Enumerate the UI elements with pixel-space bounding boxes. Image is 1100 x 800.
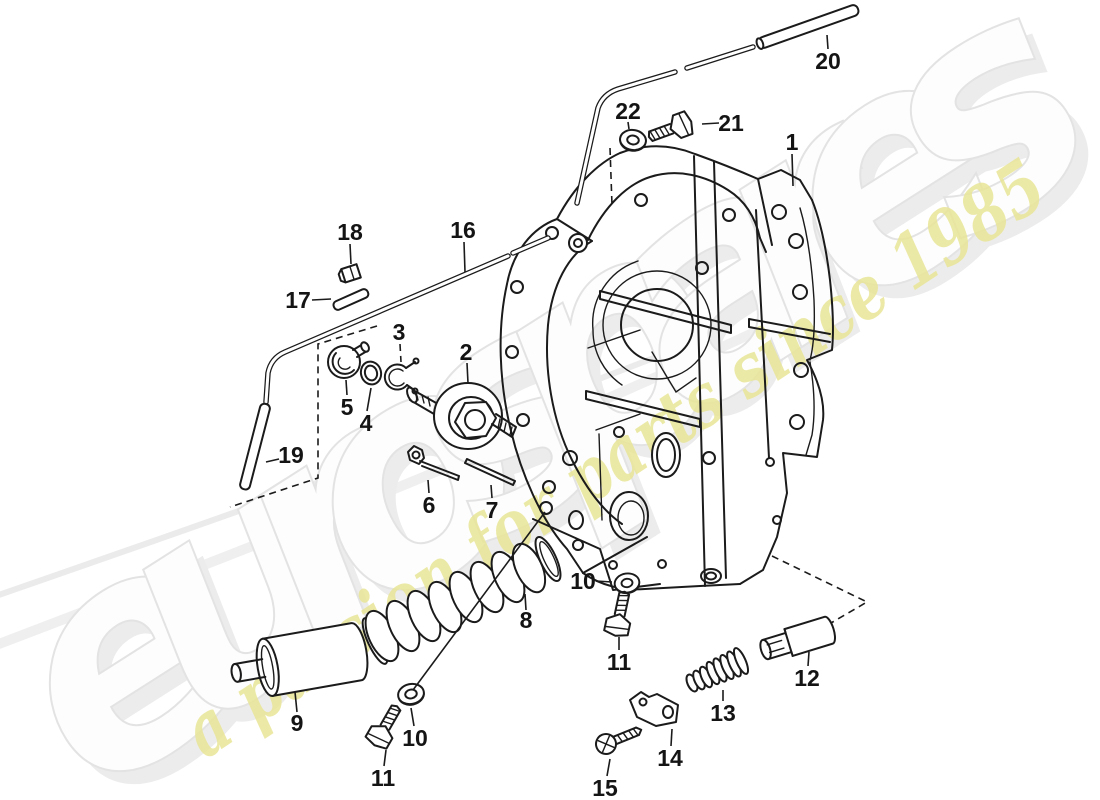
aux-leader-lines: [229, 147, 869, 691]
spring-8: [361, 535, 562, 665]
lever-14: [629, 691, 679, 727]
hose-clip-18: [337, 263, 362, 284]
leader-line-4: [366, 387, 372, 412]
oil-tube-assembly: [263, 44, 756, 405]
part-number-19: 19: [278, 442, 304, 468]
leader-line-2: [466, 362, 469, 384]
sleeve-12: [759, 615, 836, 661]
spring-13: [685, 647, 750, 693]
part-number-15: 15: [592, 775, 618, 800]
part-number-10: 10: [570, 568, 596, 594]
braided-hose-19: [239, 402, 271, 491]
part-number-8: 8: [520, 607, 533, 633]
part-number-5: 5: [341, 394, 354, 420]
part-number-16: 16: [450, 217, 476, 243]
braided-hose-20: [755, 4, 860, 50]
part-number-11: 11: [607, 649, 632, 675]
part-number-9: 9: [291, 710, 304, 736]
leader-line-8: [524, 593, 527, 611]
leader-line-22: [627, 121, 630, 130]
part-number-20: 20: [815, 48, 841, 74]
washer-22-mount-line: [609, 147, 613, 206]
part-number-13: 13: [710, 700, 736, 726]
sleeve-12-pointer: [771, 555, 869, 624]
o-ring-4: [359, 360, 383, 386]
part-number-11: 11: [371, 765, 396, 791]
leader-line-18: [349, 243, 352, 265]
leader-line-20: [826, 34, 829, 50]
leader-line-14: [670, 728, 673, 747]
part-number-21: 21: [718, 110, 744, 136]
part-number-1: 1: [786, 129, 799, 155]
part-number-10: 10: [402, 725, 428, 751]
braided-hose-17: [332, 288, 370, 311]
pin-6: [407, 445, 460, 481]
gasket: [499, 218, 648, 574]
part-number-22: 22: [615, 98, 641, 124]
leader-line-17: [311, 298, 332, 301]
part-number-18: 18: [337, 219, 363, 245]
leader-line-21: [701, 122, 720, 125]
leader-line-1: [791, 153, 794, 187]
leader-line-9: [294, 691, 298, 713]
watermark-swoosh: [0, 320, 773, 649]
housing-rear-flange: [739, 199, 835, 585]
part-number-2: 2: [460, 339, 473, 365]
leader-line-10: [595, 580, 613, 583]
part-number-6: 6: [423, 492, 436, 518]
part-number-3: 3: [393, 319, 406, 345]
screw-15: [595, 726, 643, 755]
washer-axis-line: [412, 511, 546, 691]
speedometer-drive-2: [406, 382, 517, 450]
leader-line-15: [606, 758, 611, 777]
clamp-3: [383, 357, 420, 395]
bolt-11: [602, 588, 638, 640]
piston-9: [230, 622, 369, 697]
leader-line-11: [383, 749, 387, 767]
part-number-4: 4: [360, 410, 373, 436]
housing-interior: [562, 155, 831, 587]
leader-line-10: [410, 707, 415, 727]
leader-line-5: [345, 379, 348, 396]
leader-line-6: [427, 479, 430, 494]
part-number-17: 17: [285, 287, 311, 313]
part-number-14: 14: [657, 745, 683, 771]
plug-5: [327, 341, 370, 379]
leader-line-3: [399, 343, 402, 363]
leader-line-12: [807, 651, 810, 667]
group-bracket-line: [229, 325, 378, 508]
watermark-swoosh: [0, 337, 702, 598]
part-number-7: 7: [486, 497, 499, 523]
leader-line-19: [265, 458, 280, 463]
part-number-12: 12: [794, 665, 820, 691]
leader-line-16: [463, 241, 466, 273]
washer-10: [612, 570, 642, 597]
roll-pin-7: [464, 458, 516, 486]
leader-line-7: [490, 484, 493, 499]
